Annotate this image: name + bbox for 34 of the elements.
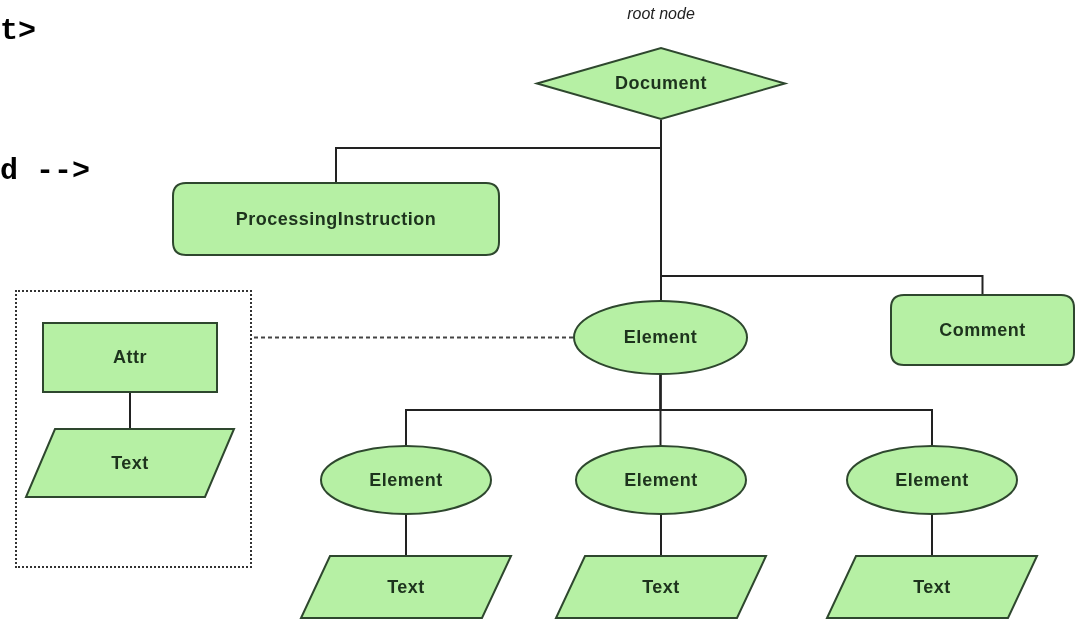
dashed-connector (251, 336, 574, 339)
connector-line (931, 514, 933, 556)
node-label: Attr (113, 347, 147, 368)
connector-line (405, 514, 407, 556)
node-label: Element (369, 469, 443, 491)
node-label: Text (642, 576, 680, 598)
node-caption: root node (626, 5, 696, 23)
parallelogram-box (300, 555, 512, 619)
parallelogram-box (826, 555, 1038, 619)
parallelogram-box (25, 428, 235, 498)
ellipse-node (575, 445, 747, 515)
rounded-box (172, 182, 500, 256)
code-text: t> (0, 14, 36, 48)
code-text: d --> (0, 154, 90, 188)
dashed-group-box (15, 290, 252, 568)
connector-line (659, 374, 933, 446)
node-label: Document (615, 73, 707, 94)
node-label: Element (624, 469, 698, 491)
ellipse-node (320, 445, 492, 515)
node-label: Element (623, 327, 698, 348)
ellipse-node (846, 445, 1018, 515)
rectangle-box (42, 322, 218, 393)
node-label: Text (387, 576, 425, 598)
rounded-box (890, 294, 1075, 366)
parallelogram-box (555, 555, 767, 619)
node-label: Element (895, 469, 969, 491)
ellipse-node (573, 300, 748, 375)
connector-line (129, 392, 131, 429)
node-label: ProcessingInstruction (235, 208, 437, 230)
connector-line (660, 514, 662, 556)
node-label: Text (913, 576, 951, 598)
node-label: Comment (939, 319, 1026, 341)
diamond-node (536, 47, 786, 120)
node-label: Text (111, 452, 149, 474)
